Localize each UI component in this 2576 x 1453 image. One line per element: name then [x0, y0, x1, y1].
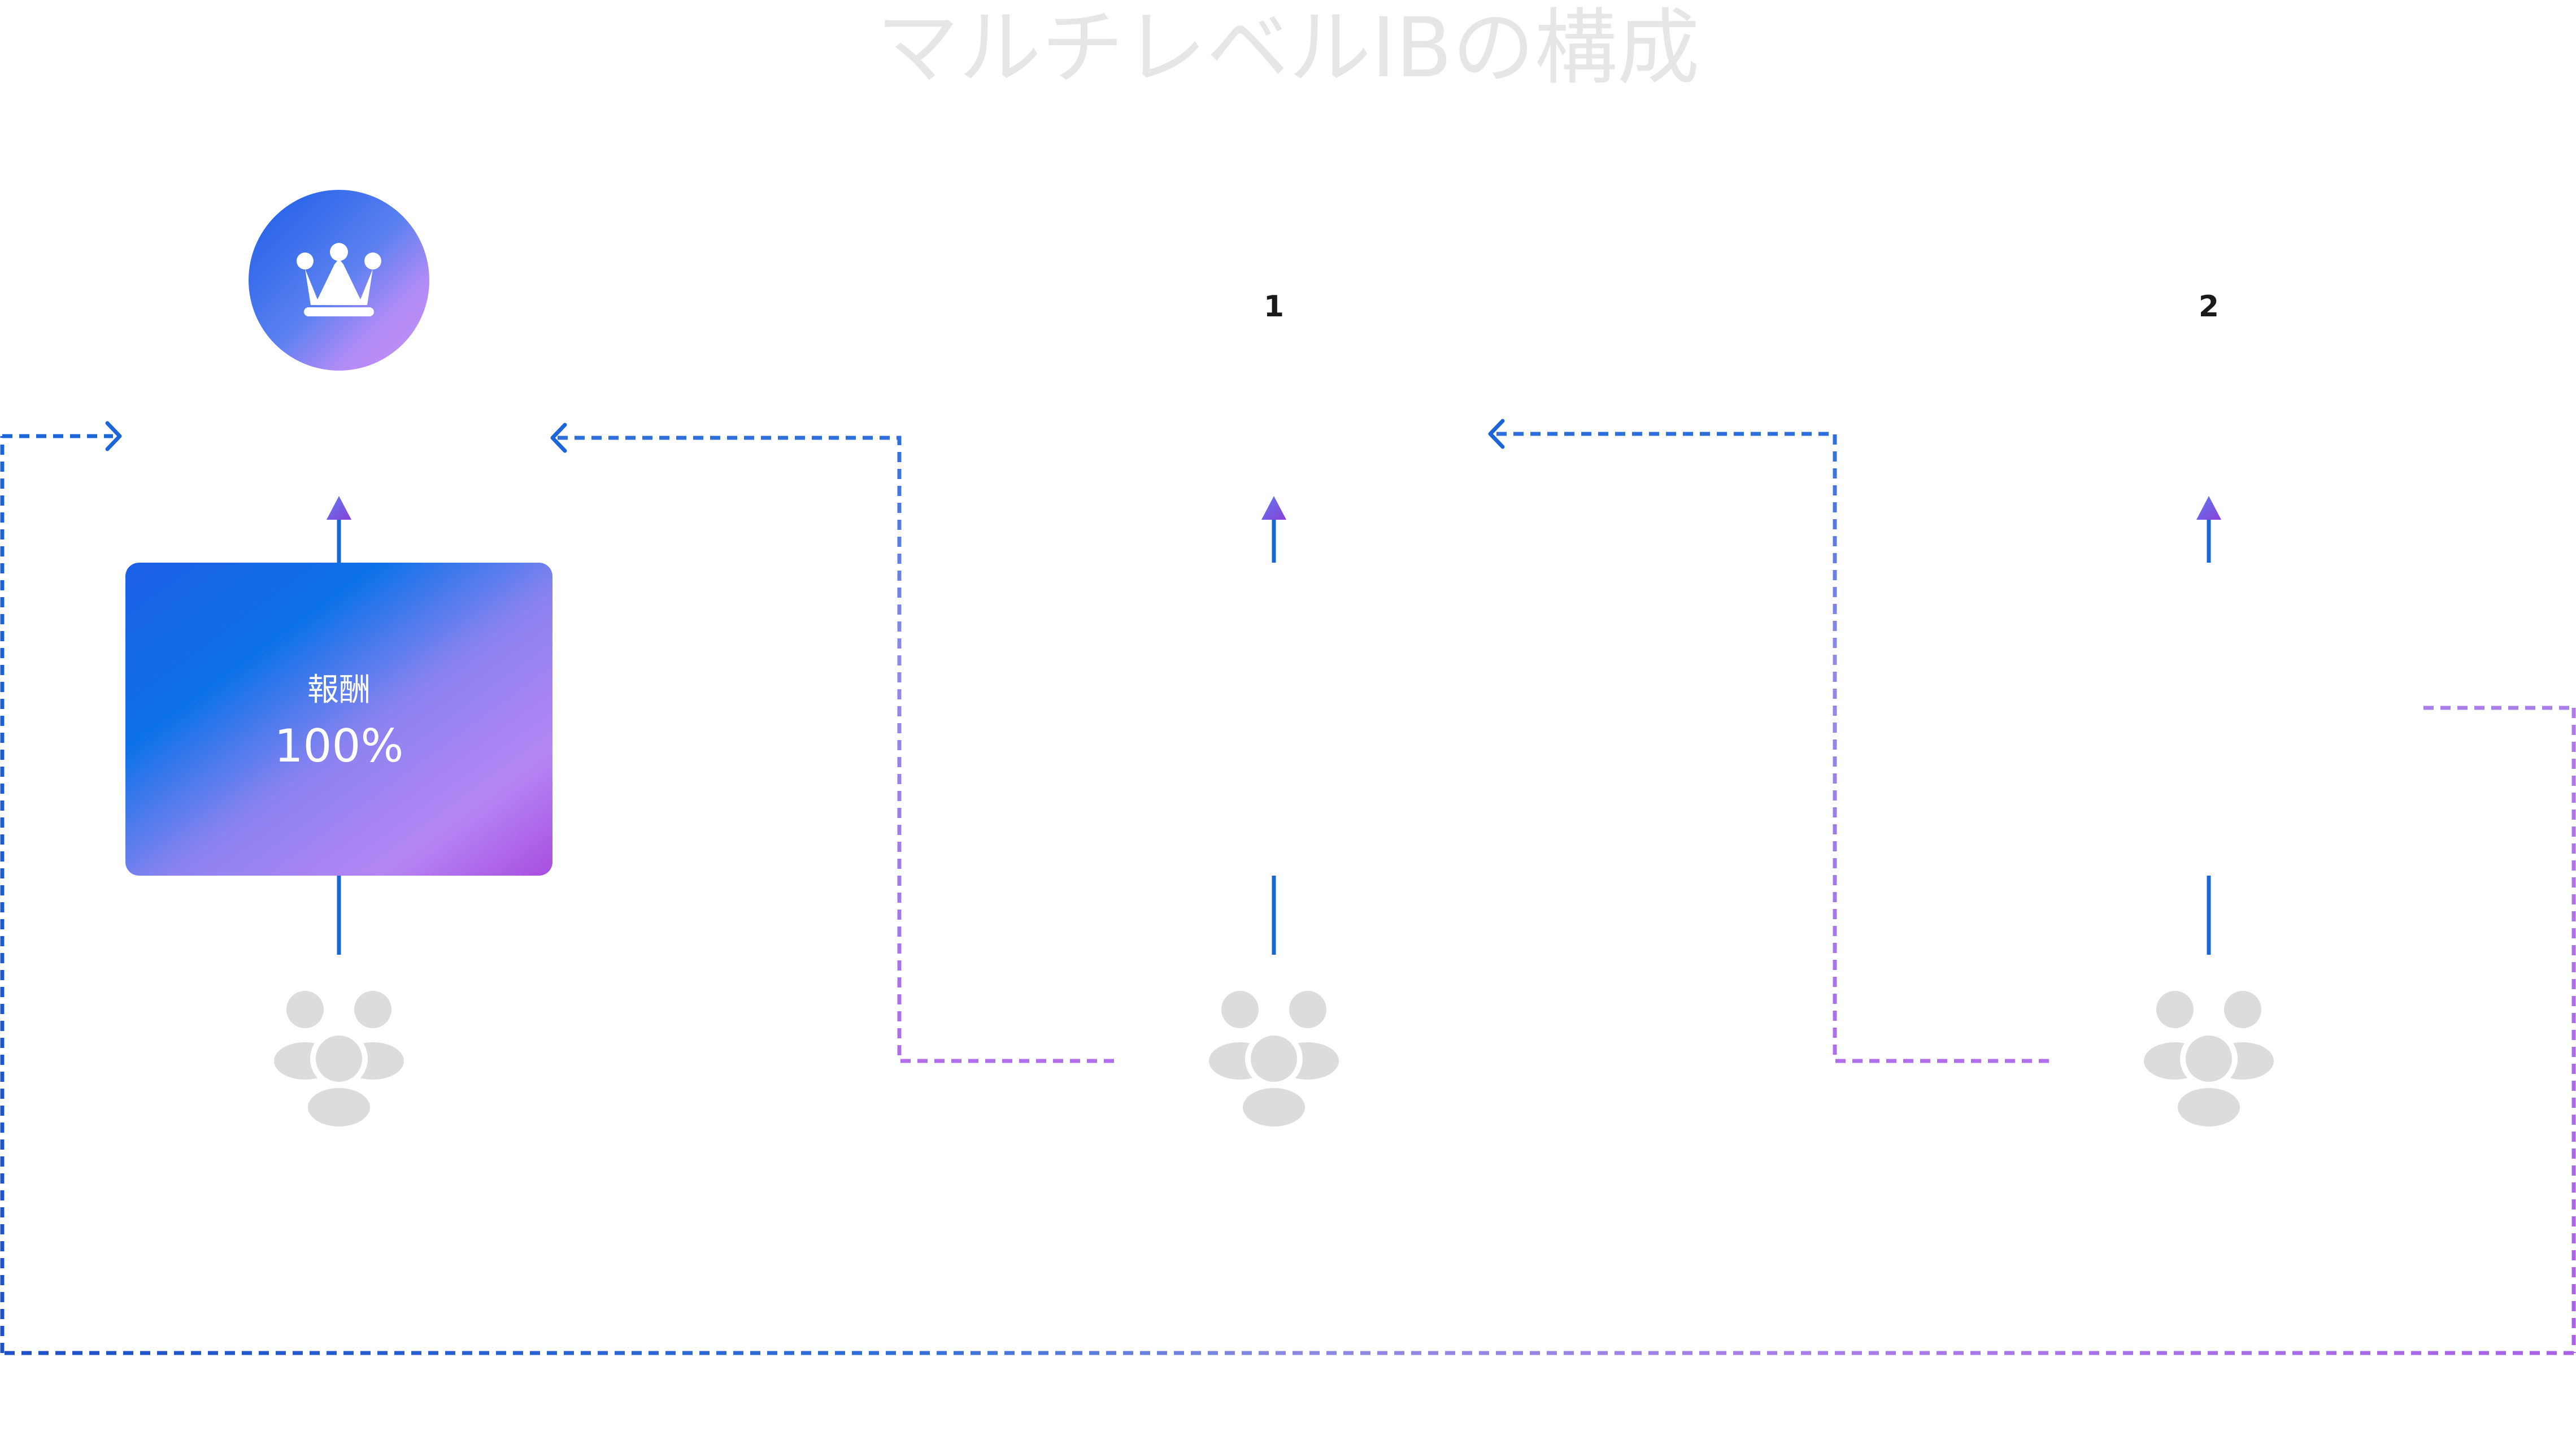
diagram-title: マルチレベルIBの構成 — [876, 0, 1699, 96]
reward-card-label: 報酬 — [307, 672, 371, 708]
people-icon — [1209, 991, 1339, 1126]
crown-icon — [297, 243, 381, 316]
dashed-link-level2 — [1494, 432, 2049, 1063]
level-label-1: 1 — [1264, 290, 1284, 324]
people-icon — [2144, 991, 2274, 1126]
reward-card-value: 100% — [275, 720, 404, 772]
chevron-right-icon — [105, 421, 122, 451]
reward-card: 報酬 100% — [125, 563, 552, 876]
up-arrow-col0 — [327, 496, 351, 563]
people-icon — [274, 991, 404, 1126]
up-arrow-col2 — [2196, 496, 2221, 563]
dashed-link-level1 — [556, 436, 1114, 1063]
level-label-2: 2 — [2199, 290, 2219, 324]
chevron-left-icon — [550, 423, 567, 453]
up-arrow-col1 — [1261, 496, 1286, 563]
chevron-left-icon — [1488, 419, 1505, 449]
top-level-badge — [249, 190, 429, 371]
